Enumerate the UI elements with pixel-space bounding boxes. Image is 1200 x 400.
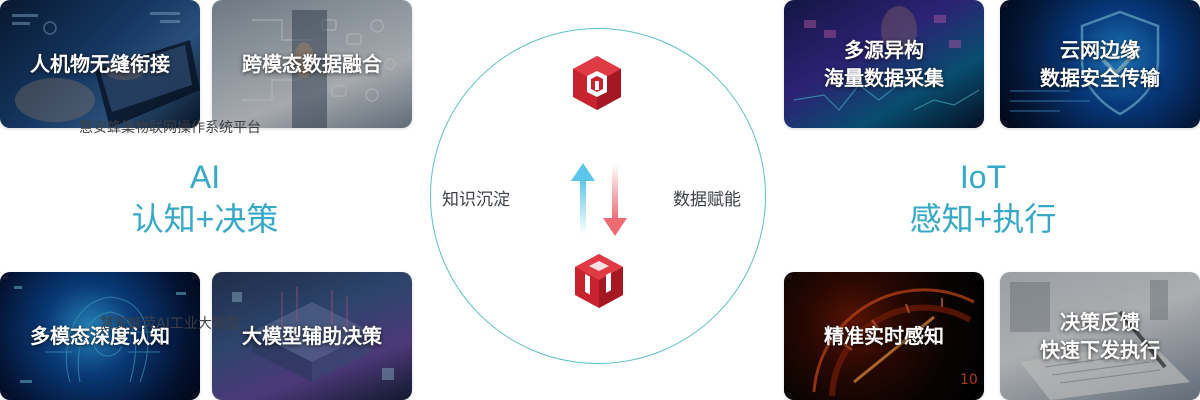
data-keyboard-image xyxy=(793,6,980,111)
tile-overlay xyxy=(784,0,984,128)
touch-interface-image xyxy=(242,10,396,128)
svg-text:10: 10 xyxy=(960,372,978,388)
tile-label: 大模型辅助决策 xyxy=(212,322,412,350)
tile-label-line: 决策反馈 xyxy=(1060,310,1140,334)
ai-cube-icon xyxy=(575,254,623,308)
tile-label-line: 海量数据采集 xyxy=(824,66,944,90)
tile-background xyxy=(784,0,984,128)
document-pen-image xyxy=(1010,280,1190,400)
tile-heterogeneous-data: 多源异构 海量数据采集 xyxy=(784,0,984,128)
arrow-down-icon xyxy=(603,164,627,236)
tile-decision-feedback: 决策反馈 快速下发执行 xyxy=(1000,272,1200,400)
tile-label: 跨模态数据融合 xyxy=(212,50,412,78)
tile-overlay xyxy=(0,0,200,128)
tile-label-line: 云网边缘 xyxy=(1060,38,1140,62)
model-name: 慧安蜂荧AI工业大模型 xyxy=(100,316,240,332)
honeycomb-cube-icon xyxy=(573,56,621,110)
tile-overlay xyxy=(1000,0,1200,128)
tile-label-line: 快速下发执行 xyxy=(1040,338,1160,362)
tile-label-line: 精准实时感知 xyxy=(824,324,944,348)
tile-label: 精准实时感知 xyxy=(784,322,984,350)
platform-name: 慧安蜂巢物联网操作系统平台 xyxy=(79,120,261,136)
tile-background xyxy=(1000,0,1200,128)
tile-label: 多源异构 海量数据采集 xyxy=(784,36,984,92)
tile-label-line: 多源异构 xyxy=(844,38,924,62)
tile-overlay xyxy=(784,272,984,400)
tile-llm-decision: 大模型辅助决策 xyxy=(212,272,412,400)
tile-background xyxy=(0,272,200,400)
tile-label: 云网边缘 数据安全传输 xyxy=(1000,36,1200,92)
tile-label-line: 数据安全传输 xyxy=(1040,66,1160,90)
digital-head-image xyxy=(14,286,186,383)
tile-label-line: 跨模态数据融合 xyxy=(242,52,382,76)
tile-overlay xyxy=(212,272,412,400)
ai-heading: AI 认知+决策 xyxy=(80,156,330,240)
iot-heading-line2: 感知+执行 xyxy=(909,201,1057,237)
ai-heading-line2: 认知+决策 xyxy=(131,201,279,237)
tile-edge-security: 云网边缘 数据安全传输 xyxy=(1000,0,1200,128)
speedometer-image: 10 xyxy=(812,288,978,397)
tile-label: 人机物无缝衔接 xyxy=(0,50,200,78)
knowledge-label: 知识沉淀 xyxy=(442,190,510,210)
tile-label-line: 人机物无缝衔接 xyxy=(30,52,170,76)
isometric-chip-image xyxy=(232,287,394,382)
laptop-hands-image xyxy=(12,12,200,128)
iot-heading: IoT 感知+执行 xyxy=(858,156,1108,240)
tile-realtime-perception: 10 精准实时感知 xyxy=(784,272,984,400)
ai-heading-line1: AI xyxy=(189,159,221,195)
tile-cross-modal-fusion: 跨模态数据融合 xyxy=(212,0,412,128)
tile-overlay xyxy=(1000,272,1200,400)
tile-label: 多模态深度认知 xyxy=(0,322,200,350)
tile-label-line: 大模型辅助决策 xyxy=(242,324,382,348)
tile-multimodal-cognition: 多模态深度认知 xyxy=(0,272,200,400)
empower-label: 数据赋能 xyxy=(673,190,741,210)
arrow-up-icon xyxy=(571,163,595,235)
tile-overlay xyxy=(0,272,200,400)
security-shield-image xyxy=(1010,10,1160,116)
tile-label-line: 多模态深度认知 xyxy=(30,324,170,348)
tile-overlay xyxy=(212,0,412,128)
tile-label: 决策反馈 快速下发执行 xyxy=(1000,308,1200,364)
iot-heading-line1: IoT xyxy=(959,159,1007,195)
tile-human-machine-object: 人机物无缝衔接 xyxy=(0,0,200,128)
